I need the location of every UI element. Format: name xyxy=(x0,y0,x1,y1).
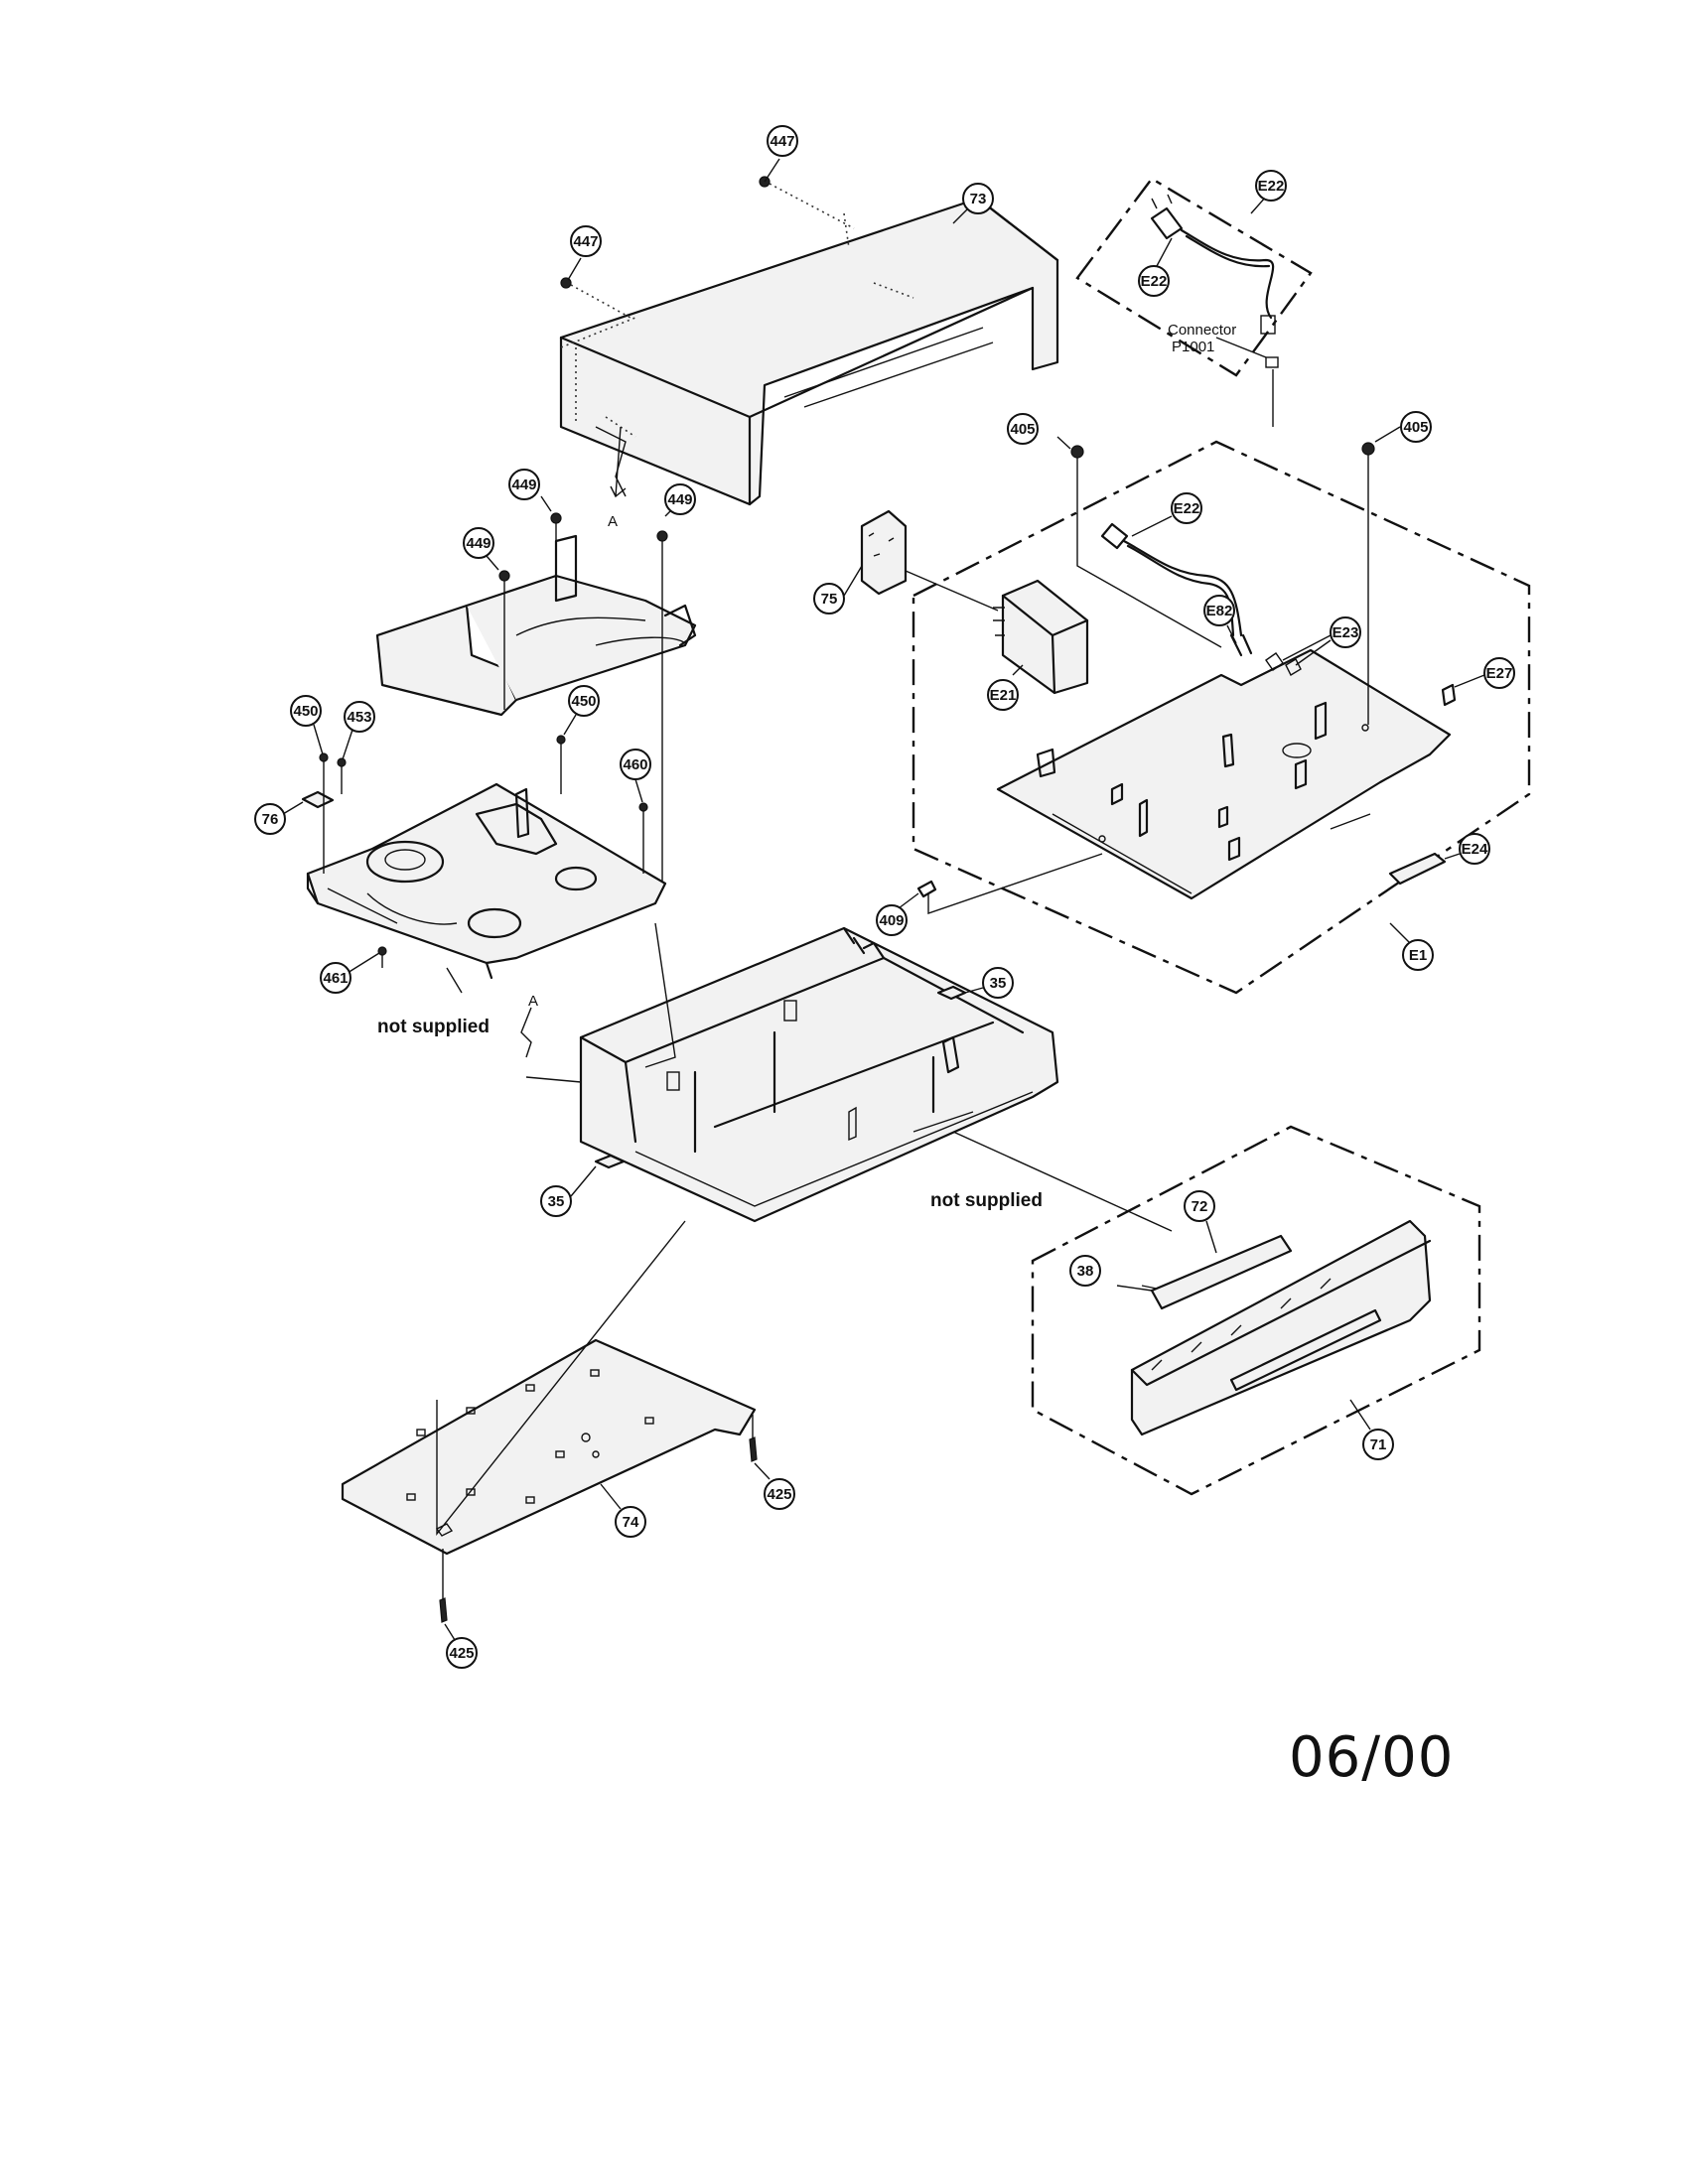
date-code: 06/00 xyxy=(1289,1725,1455,1790)
callout-e82: E82 xyxy=(1203,595,1237,644)
svg-text:450: 450 xyxy=(571,693,596,710)
callout-72: 72 xyxy=(1184,1190,1217,1254)
callout-e27: E27 xyxy=(1454,657,1515,689)
callout-449-a: 449 xyxy=(508,469,552,512)
marker-a-top: A xyxy=(608,513,618,530)
svg-text:35: 35 xyxy=(548,1193,565,1210)
svg-text:450: 450 xyxy=(293,703,318,720)
svg-text:E27: E27 xyxy=(1486,665,1513,682)
callout-71: 71 xyxy=(1349,1399,1394,1460)
callout-35-right: 35 xyxy=(964,967,1014,999)
svg-text:447: 447 xyxy=(770,133,794,150)
not-supplied-label-chassis: not supplied xyxy=(930,1190,1043,1211)
svg-text:425: 425 xyxy=(767,1486,791,1503)
svg-text:72: 72 xyxy=(1192,1198,1208,1215)
svg-text:453: 453 xyxy=(347,709,371,726)
marker-a-bottom: A xyxy=(528,993,538,1010)
callout-e1: E1 xyxy=(1389,922,1434,971)
power-cord-assembly-box xyxy=(1075,177,1313,427)
svg-text:38: 38 xyxy=(1077,1263,1094,1280)
callout-449-b: 449 xyxy=(664,483,696,517)
svg-text:35: 35 xyxy=(990,975,1007,992)
not-supplied-label-deck: not supplied xyxy=(377,1017,490,1037)
callout-409: 409 xyxy=(876,892,919,936)
svg-text:73: 73 xyxy=(970,191,987,207)
front-panel-box xyxy=(1031,1125,1481,1496)
svg-text:E1: E1 xyxy=(1409,947,1427,964)
callout-447-left: 447 xyxy=(567,225,602,281)
main-pcb-box xyxy=(912,440,1531,995)
callout-e24: E24 xyxy=(1444,833,1490,865)
svg-text:75: 75 xyxy=(821,591,838,608)
svg-text:405: 405 xyxy=(1010,421,1035,438)
callout-450-right: 450 xyxy=(563,685,600,736)
svg-text:E22: E22 xyxy=(1258,178,1285,195)
svg-text:405: 405 xyxy=(1403,419,1428,436)
callout-453: 453 xyxy=(342,701,375,760)
callout-447-top: 447 xyxy=(764,125,798,183)
callout-35-left: 35 xyxy=(540,1165,597,1217)
deck-top-bracket xyxy=(375,512,697,884)
svg-text:447: 447 xyxy=(573,233,598,250)
callout-73: 73 xyxy=(952,183,994,224)
svg-text:425: 425 xyxy=(449,1645,474,1662)
svg-text:449: 449 xyxy=(466,535,491,552)
callout-76: 76 xyxy=(254,801,304,835)
svg-text:E21: E21 xyxy=(990,687,1017,704)
marker-a-arrow-top xyxy=(610,426,627,498)
svg-text:460: 460 xyxy=(623,756,647,773)
callout-450-left: 450 xyxy=(290,695,324,755)
svg-text:76: 76 xyxy=(262,811,279,828)
callout-449-c: 449 xyxy=(463,527,499,571)
connector-id-label: P1001 xyxy=(1172,339,1214,355)
callout-75: 75 xyxy=(813,565,863,614)
callout-e21: E21 xyxy=(987,664,1024,711)
callout-425-bottom: 425 xyxy=(444,1623,478,1669)
callout-e22-board: E22 xyxy=(1131,492,1202,537)
callout-460: 460 xyxy=(620,749,651,803)
svg-text:71: 71 xyxy=(1370,1436,1387,1453)
top-cover xyxy=(559,197,1059,506)
svg-text:74: 74 xyxy=(623,1514,639,1531)
callout-e22-box: E22 xyxy=(1250,170,1287,214)
callout-74: 74 xyxy=(600,1483,646,1538)
screw-447-top xyxy=(759,176,855,229)
connector-label: Connector xyxy=(1168,322,1236,339)
callout-425-right: 425 xyxy=(754,1462,795,1510)
svg-text:449: 449 xyxy=(667,491,692,508)
tape-deck-mechanism xyxy=(301,735,667,994)
callout-38: 38 xyxy=(1069,1255,1101,1287)
main-chassis xyxy=(525,853,1173,1232)
switch-bracket-75 xyxy=(860,509,999,612)
svg-text:E82: E82 xyxy=(1206,603,1233,619)
callout-461: 461 xyxy=(320,952,380,994)
callout-e23: E23 xyxy=(1282,616,1361,666)
svg-text:E24: E24 xyxy=(1462,841,1488,858)
callout-405-right: 405 xyxy=(1374,411,1432,443)
svg-text:E22: E22 xyxy=(1141,273,1168,290)
callout-405-left: 405 xyxy=(1007,413,1071,450)
callout-e22-plug: E22 xyxy=(1138,237,1173,297)
svg-text:E22: E22 xyxy=(1174,500,1200,517)
svg-text:449: 449 xyxy=(511,477,536,493)
marker-a-arrow-bottom xyxy=(520,1007,532,1058)
svg-text:E23: E23 xyxy=(1333,624,1359,641)
svg-text:409: 409 xyxy=(879,912,904,929)
bottom-plate xyxy=(341,1220,758,1623)
screw-447-left xyxy=(560,277,632,319)
svg-text:461: 461 xyxy=(323,970,348,987)
